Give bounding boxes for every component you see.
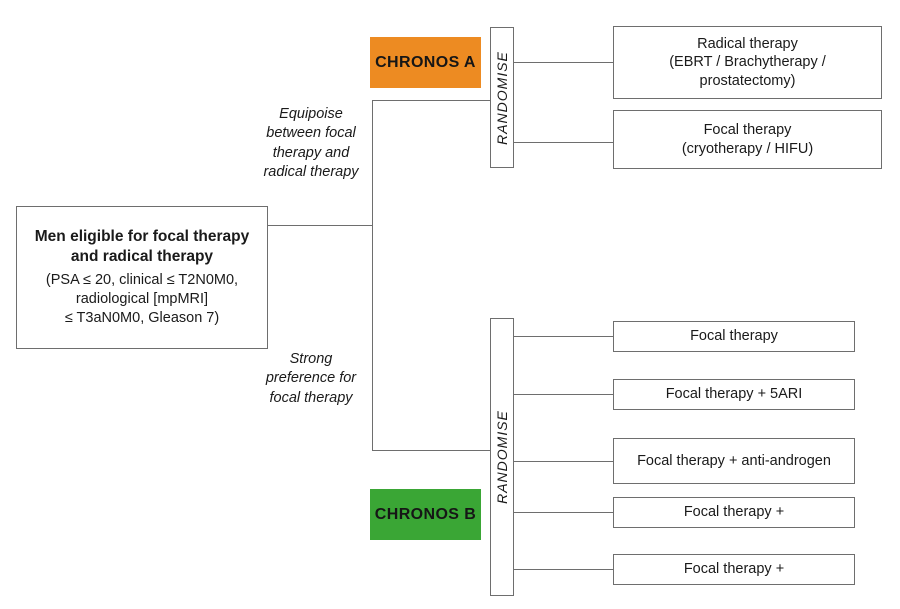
connector-b-outcome-5 bbox=[513, 569, 614, 570]
outcome-a-1-line-3: prostatectomy) bbox=[699, 72, 796, 89]
outcome-b-2-label: Focal therapy + 5ARI bbox=[665, 386, 803, 403]
randomise-b-label: RANDOMISE bbox=[494, 410, 511, 504]
outcome-box-b-1: Focal therapy bbox=[613, 321, 855, 352]
outcome-box-b-5: Focal therapy + bbox=[613, 554, 855, 585]
connector-b-outcome-4 bbox=[513, 512, 614, 513]
outcome-box-a-2: Focal therapy (cryotherapy / HIFU) bbox=[613, 110, 882, 169]
connector-b-outcome-3 bbox=[513, 461, 614, 462]
outcome-a-2-line-1: Focal therapy bbox=[703, 122, 792, 139]
chronos-b-chip-text: CHRONOS B bbox=[374, 505, 477, 523]
randomise-bar-a: RANDOMISE bbox=[490, 27, 514, 168]
connector-branch-a-feed bbox=[372, 100, 491, 101]
outcome-box-b-3: Focal therapy + anti-androgen bbox=[613, 438, 855, 484]
eligibility-heading: Men eligible for focal therapy and radic… bbox=[34, 227, 250, 265]
outcome-a-1-line-2: (EBRT / Brachytherapy / bbox=[669, 54, 826, 71]
connector-trunk-vertical bbox=[372, 100, 373, 450]
eligibility-criteria-line-1: (PSA ≤ 20, clinical ≤ T2N0M0, bbox=[45, 271, 239, 288]
eligibility-criteria-line-3: ≤ T3aN0M0, Gleason 7) bbox=[64, 310, 220, 327]
randomise-a-label: RANDOMISE bbox=[494, 50, 511, 145]
branch-a-descriptor: Equipoise between focal therapy and radi… bbox=[263, 106, 359, 180]
connector-a-outcome-1 bbox=[513, 62, 614, 63]
connector-b-outcome-2 bbox=[513, 394, 614, 395]
outcome-b-1-label: Focal therapy bbox=[690, 328, 778, 345]
outcome-b-5-label: Focal therapy + bbox=[683, 561, 785, 578]
outcome-b-3-label: Focal therapy + anti-androgen bbox=[637, 452, 831, 469]
eligibility-criteria-line-2: radiological [mpMRI] bbox=[75, 291, 209, 308]
outcome-box-b-4: Focal therapy + bbox=[613, 497, 855, 528]
chronos-a-label-chip: CHRONOS A bbox=[370, 37, 481, 88]
eligibility-box: Men eligible for focal therapy and radic… bbox=[16, 206, 268, 349]
outcome-box-b-2: Focal therapy + 5ARI bbox=[613, 379, 855, 410]
chronos-b-label-chip: CHRONOS B bbox=[370, 489, 481, 540]
outcome-box-a-1: Radical therapy (EBRT / Brachytherapy / … bbox=[613, 26, 882, 99]
outcome-a-2-line-2: (cryotherapy / HIFU) bbox=[681, 140, 814, 157]
connector-trunk-horizontal bbox=[268, 225, 372, 226]
outcome-a-1-line-1: Radical therapy bbox=[697, 36, 798, 53]
outcome-b-4-label: Focal therapy + bbox=[683, 504, 785, 521]
branch-b-descriptor: Strong preference for focal therapy bbox=[265, 351, 357, 406]
chronos-a-chip-text: CHRONOS A bbox=[375, 53, 476, 71]
randomise-bar-b: RANDOMISE bbox=[490, 318, 514, 596]
connector-a-outcome-2 bbox=[513, 142, 614, 143]
connector-branch-b-feed bbox=[372, 450, 491, 451]
connector-b-outcome-1 bbox=[513, 336, 614, 337]
